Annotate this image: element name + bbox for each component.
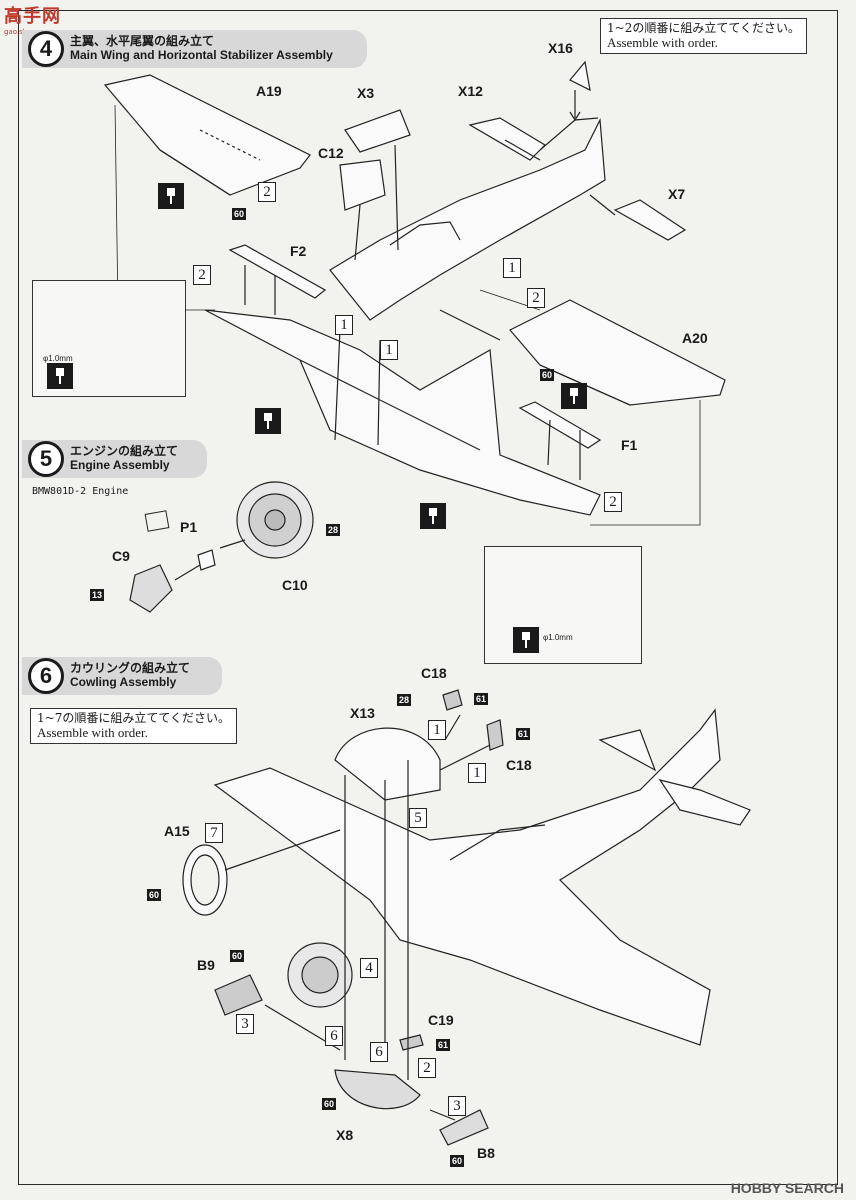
shaft-p1-drawing bbox=[197, 549, 216, 571]
detail-inset-right: φ1.0mm bbox=[484, 546, 642, 664]
part-label-x7: X7 bbox=[668, 186, 686, 202]
part-label-c9: C9 bbox=[112, 548, 130, 564]
order-mark: 7 bbox=[205, 823, 223, 843]
dim-label: φ1.0mm bbox=[43, 354, 73, 363]
order-mark: 1 bbox=[503, 258, 521, 278]
detail-inset-left: φ1.0mm bbox=[32, 280, 186, 397]
part-label-b8: B8 bbox=[477, 1145, 495, 1161]
stabilizer-x7-drawing bbox=[613, 199, 687, 241]
step6-header: 6 カウリングの組み立て Cowling Assembly bbox=[22, 657, 222, 695]
part-label-c12: C12 bbox=[318, 145, 344, 161]
glue-icon bbox=[513, 627, 539, 653]
part-label-x8: X8 bbox=[336, 1127, 354, 1143]
step5-number: 5 bbox=[28, 441, 64, 477]
part-label-a20: A20 bbox=[682, 330, 708, 346]
part-label-f1: F1 bbox=[621, 437, 638, 453]
paint-code-badge: 60 bbox=[230, 950, 245, 962]
part-label-p1: P1 bbox=[180, 519, 198, 535]
dim-label: φ1.0mm bbox=[543, 633, 573, 642]
paint-code-badge: 13 bbox=[90, 589, 105, 601]
stabilizer-x12-drawing bbox=[468, 117, 546, 161]
order-mark: 2 bbox=[418, 1058, 436, 1078]
order-mark: 5 bbox=[409, 808, 427, 828]
part-label-c18: C18 bbox=[421, 665, 447, 681]
glue-icon bbox=[420, 503, 446, 529]
no-glue-icon bbox=[144, 510, 170, 532]
aircraft-step6-drawing bbox=[213, 708, 721, 1046]
gear-c9-drawing bbox=[129, 564, 173, 613]
cowl-x3-drawing bbox=[344, 109, 411, 153]
paint-code-badge: 60 bbox=[147, 889, 162, 901]
step6-title-en: Cowling Assembly bbox=[70, 675, 177, 689]
fin-x16-drawing bbox=[569, 60, 591, 92]
order-mark: 2 bbox=[193, 265, 211, 285]
paint-code-badge: 61 bbox=[474, 693, 489, 705]
step4-number: 4 bbox=[28, 31, 64, 67]
cowl-x13-drawing bbox=[334, 727, 441, 801]
step5-title-en: Engine Assembly bbox=[70, 458, 170, 472]
hobbysearch-watermark: HOBBY SEARCH bbox=[730, 1180, 844, 1196]
step6-order-note: 1~7の順番に組み立ててください。 Assemble with order. bbox=[30, 708, 237, 744]
order-mark: 2 bbox=[258, 182, 276, 202]
lower-cowl-x8-drawing bbox=[334, 1069, 421, 1110]
order-mark: 2 bbox=[527, 288, 545, 308]
step4-order-note: 1~2の順番に組み立ててください。 Assemble with order. bbox=[600, 18, 807, 54]
paint-code-badge: 60 bbox=[540, 369, 555, 381]
step5-title-jp: エンジンの組み立て bbox=[70, 444, 179, 459]
panel-b9-drawing bbox=[214, 974, 263, 1016]
order-mark: 2 bbox=[604, 492, 622, 512]
order-mark: 3 bbox=[236, 1014, 254, 1034]
step5-header: 5 エンジンの組み立て Engine Assembly bbox=[22, 440, 207, 478]
order-mark: 6 bbox=[370, 1042, 388, 1062]
paint-code-badge: 60 bbox=[232, 208, 247, 220]
order-mark: 4 bbox=[360, 958, 378, 978]
order-mark: 1 bbox=[428, 720, 446, 740]
flap-f1-drawing bbox=[518, 401, 602, 449]
part-label-c10: C10 bbox=[282, 577, 308, 593]
order-mark: 1 bbox=[335, 315, 353, 335]
order-mark: 1 bbox=[468, 763, 486, 783]
fuselage-drawing bbox=[329, 117, 606, 321]
step6-title-jp: カウリングの組み立て bbox=[70, 661, 191, 676]
engine-caption: BMW801D-2 Engine bbox=[32, 486, 129, 497]
paint-code-badge: 61 bbox=[516, 728, 531, 740]
part-label-c19: C19 bbox=[428, 1012, 454, 1028]
wing-a20-drawing bbox=[509, 299, 726, 406]
part-label-a15: A15 bbox=[164, 823, 190, 839]
order-mark: 1 bbox=[380, 340, 398, 360]
glue-icon bbox=[158, 183, 184, 209]
panel-b8-drawing bbox=[439, 1109, 489, 1146]
order-mark: 6 bbox=[325, 1026, 343, 1046]
glue-icon bbox=[255, 408, 281, 434]
order-mark: 3 bbox=[448, 1096, 466, 1116]
part-label-x16: X16 bbox=[548, 40, 573, 56]
paint-code-badge: 60 bbox=[322, 1098, 337, 1110]
part-c12-drawing bbox=[339, 159, 386, 211]
step4-header: 4 主翼、水平尾翼の組み立て Main Wing and Horizontal … bbox=[22, 30, 367, 68]
part-label-x12: X12 bbox=[458, 83, 483, 99]
paint-code-badge: 60 bbox=[450, 1155, 465, 1167]
page-frame bbox=[18, 10, 838, 1185]
part-label-b9: B9 bbox=[197, 957, 215, 973]
part-label-c18-lower: C18 bbox=[506, 757, 532, 773]
part-label-x3: X3 bbox=[357, 85, 375, 101]
paint-code-badge: 61 bbox=[436, 1039, 451, 1051]
step6-number: 6 bbox=[28, 658, 64, 694]
part-label-a19: A19 bbox=[256, 83, 282, 99]
part-label-x13: X13 bbox=[350, 705, 375, 721]
part-label-f2: F2 bbox=[290, 243, 307, 259]
paint-code-badge: 28 bbox=[326, 524, 341, 536]
step4-title-jp: 主翼、水平尾翼の組み立て bbox=[70, 34, 215, 49]
flap-f2-drawing bbox=[228, 244, 327, 299]
paint-code-badge: 28 bbox=[397, 694, 412, 706]
glue-icon bbox=[47, 363, 73, 389]
step4-title-en: Main Wing and Horizontal Stabilizer Asse… bbox=[70, 48, 333, 62]
glue-icon bbox=[561, 383, 587, 409]
